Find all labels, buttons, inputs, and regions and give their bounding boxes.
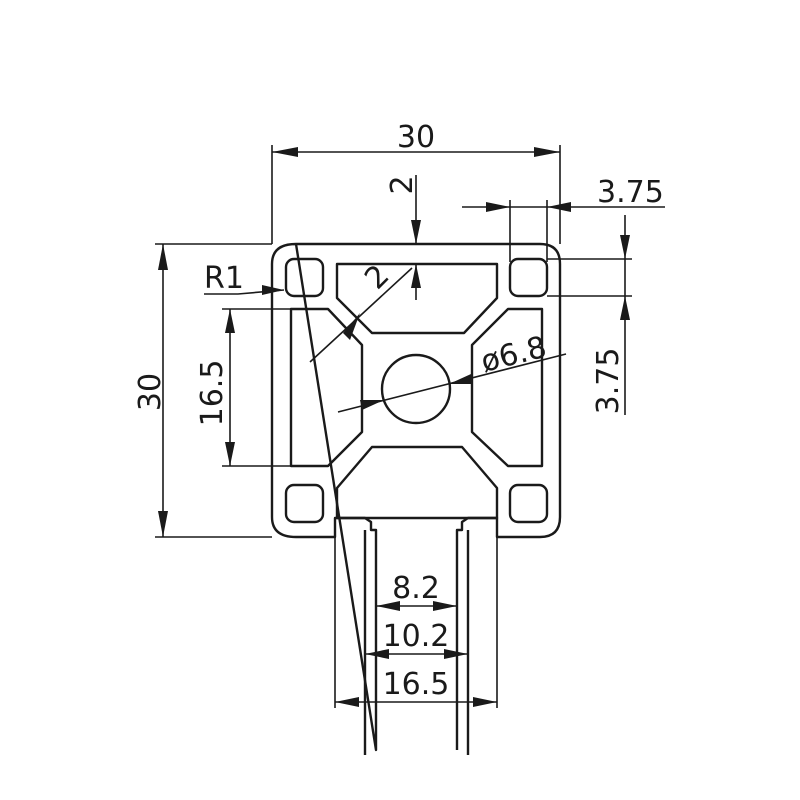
corner-hole-bottom-left xyxy=(284,483,325,524)
dim-height: 30 xyxy=(133,243,272,538)
dim-height-label: 30 xyxy=(133,373,168,411)
dim-wall: 2 xyxy=(385,175,421,300)
corner-holes xyxy=(284,257,549,524)
cavity-bottom xyxy=(335,445,499,520)
dim-radius: R1 xyxy=(204,261,285,296)
inner-cavities xyxy=(289,262,544,520)
center-bore xyxy=(380,353,452,425)
dim-wall-label: 2 xyxy=(385,175,420,194)
dim-width: 30 xyxy=(271,120,561,244)
dim-slot-opening: 8.2 xyxy=(376,571,457,611)
dim-bore-label: ø6.8 xyxy=(477,330,550,380)
dim-slot-inner: 10.2 xyxy=(365,619,468,659)
dim-inner-height-label: 16.5 xyxy=(195,360,230,427)
corner-hole-top-left xyxy=(284,257,325,298)
dim-slot-side-offset-label: 3.75 xyxy=(591,348,626,415)
dim-width-label: 30 xyxy=(397,120,435,155)
dim-slot-outer: 16.5 xyxy=(334,537,498,708)
corner-hole-bottom-right xyxy=(508,483,549,524)
cavity-top xyxy=(335,262,499,335)
dim-slot-top-offset-label: 3.75 xyxy=(597,175,664,210)
cavity-right xyxy=(470,307,544,468)
dim-inner-height: 16.5 xyxy=(195,308,291,467)
corner-hole-top-right xyxy=(508,257,549,298)
dim-bore: ø6.8 xyxy=(337,330,567,413)
dim-radius-label: R1 xyxy=(204,261,244,296)
dim-slot-opening-label: 8.2 xyxy=(392,571,440,606)
dim-slot-outer-label: 16.5 xyxy=(383,667,450,702)
dim-slot-inner-label: 10.2 xyxy=(383,619,450,654)
dim-slot-side-offset: 3.75 xyxy=(547,215,632,415)
dim-slot-top-offset: 3.75 xyxy=(462,175,665,262)
